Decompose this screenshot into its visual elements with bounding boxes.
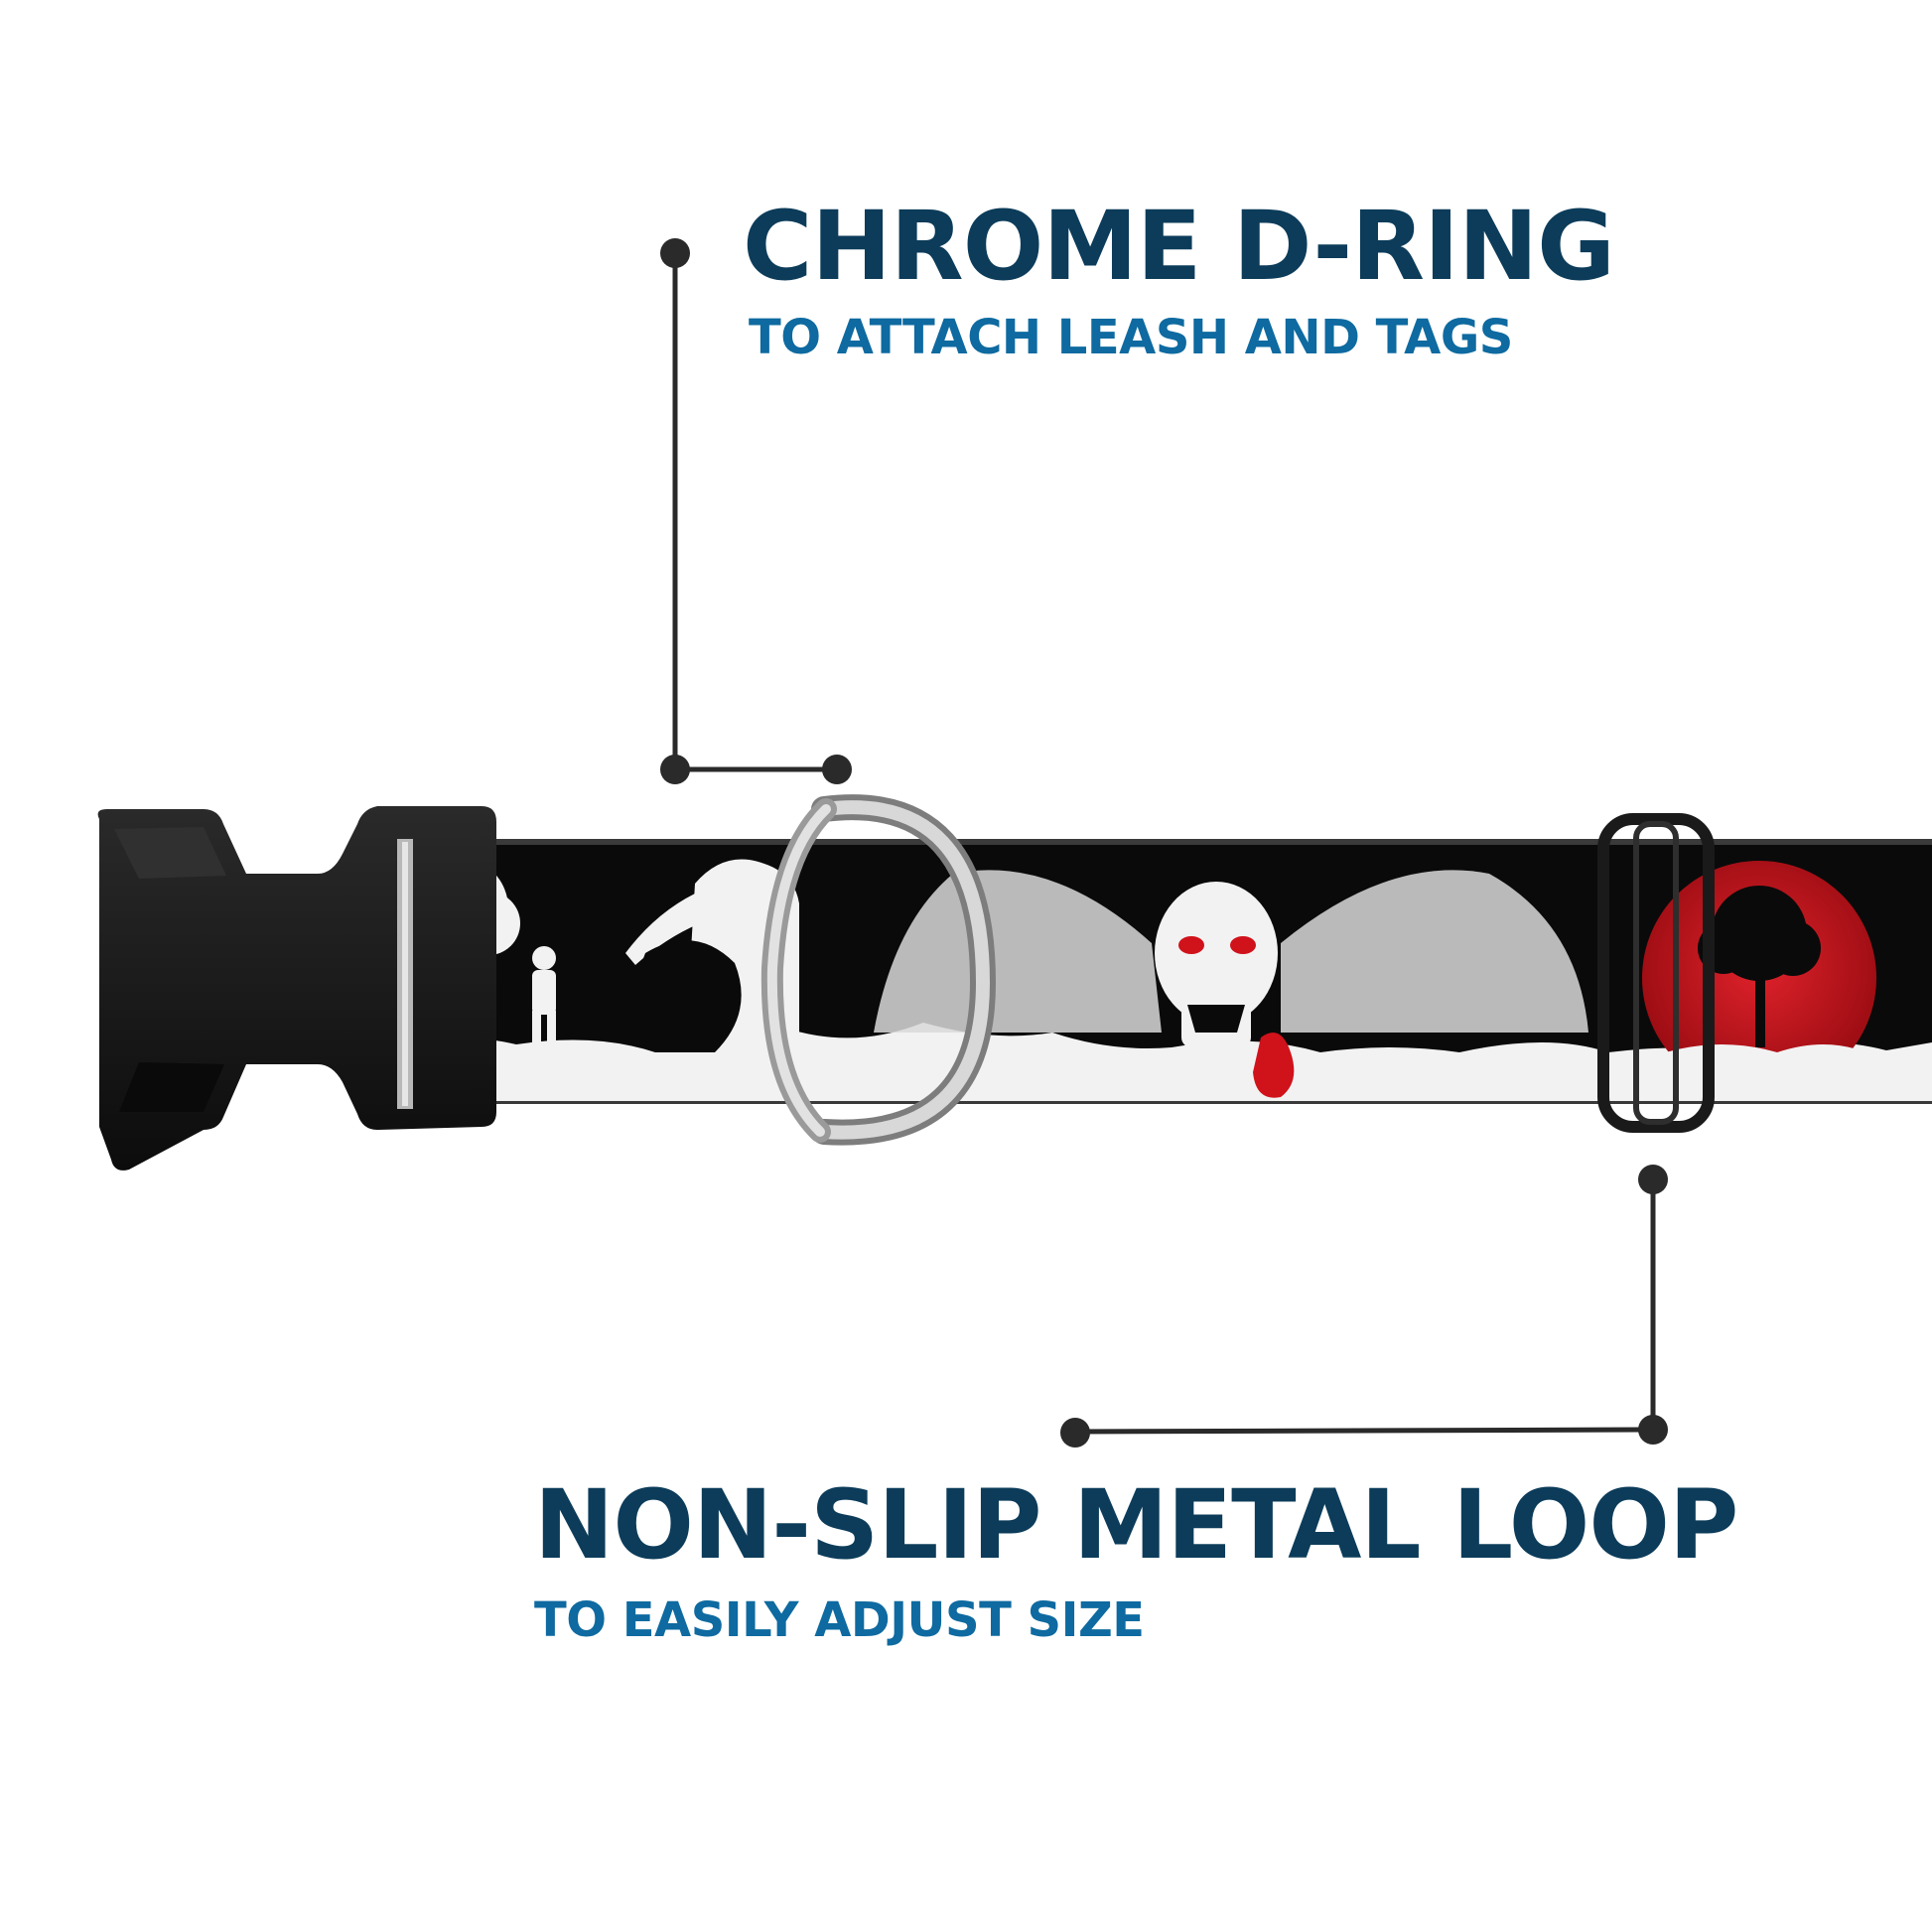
winged-skull-icon xyxy=(874,870,1588,1098)
blood-moon-icon xyxy=(1638,861,1886,1104)
collar-webbing xyxy=(407,839,1932,1104)
d-ring-callout-title: CHROME D-RING xyxy=(743,191,1615,302)
side-release-buckle-icon xyxy=(97,806,496,1171)
loop-callout-title: NON-SLIP METAL LOOP xyxy=(534,1469,1738,1581)
d-ring-icon xyxy=(760,794,997,1146)
d-ring-callout-subtitle: TO ATTACH LEASH AND TAGS xyxy=(749,310,1513,365)
loop-callout-subtitle: TO EASILY ADJUST SIZE xyxy=(534,1592,1145,1648)
zombie-figure-icon xyxy=(532,946,556,1050)
slide-loop-icon xyxy=(1597,813,1715,1133)
loop-leader-line xyxy=(1060,1165,1668,1448)
d-ring-leader-line xyxy=(660,238,852,784)
